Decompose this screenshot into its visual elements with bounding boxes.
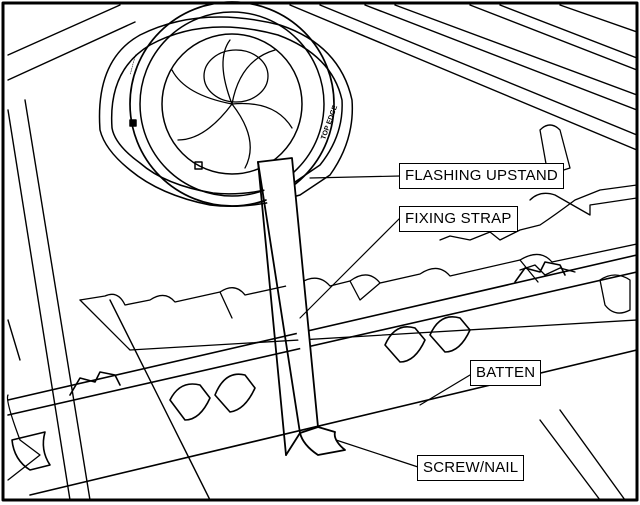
- label-fixing-strap: FIXING STRAP: [399, 206, 518, 232]
- label-screw-nail: SCREW/NAIL: [417, 455, 525, 481]
- fixing-strap: [257, 157, 346, 456]
- leader-lines: [299, 175, 471, 468]
- roof-vent: --------- TOP EDGE: [98, 1, 354, 207]
- fan-blades: [171, 39, 293, 169]
- label-batten: BATTEN: [470, 360, 542, 386]
- roof-rafters: [7, 4, 638, 501]
- label-flashing-upstand: FLASHING UPSTAND: [399, 163, 564, 189]
- roof-tiles: [6, 124, 638, 481]
- batten: [7, 254, 638, 496]
